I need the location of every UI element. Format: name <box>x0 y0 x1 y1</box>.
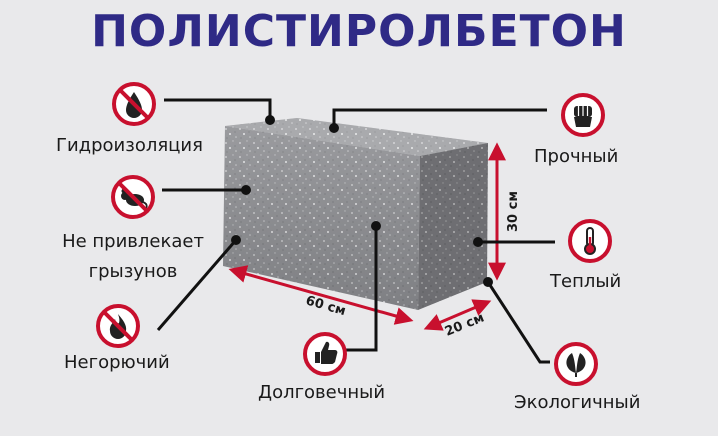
label-durable: Долговечный <box>258 382 386 403</box>
length-arrow <box>228 265 414 325</box>
dot-waterproofing <box>265 115 275 125</box>
thermometer-icon <box>568 219 612 263</box>
block-top-highlight <box>225 118 488 156</box>
no-rodent-icon <box>111 175 155 219</box>
label-eco: Экологичный <box>514 392 641 413</box>
leaves-icon <box>554 342 598 386</box>
block-front-shade <box>223 126 420 310</box>
label-strong: Прочный <box>534 146 619 167</box>
leader-strong <box>332 108 547 128</box>
label-nonflammable: Негорючий <box>64 352 170 373</box>
label-waterproofing: Гидроизоляция <box>56 135 203 156</box>
label-rodents: Не привлекает грызунов <box>44 227 222 287</box>
dot-rodents <box>241 185 251 195</box>
thumbs-up-icon <box>303 332 347 376</box>
leader-durable <box>340 226 378 352</box>
page-title: ПОЛИСТИРОЛБЕТОН <box>91 6 627 57</box>
label-warm: Теплый <box>550 271 622 292</box>
width-arrow <box>423 299 492 331</box>
block-side-face <box>418 143 488 310</box>
dot-eco <box>483 277 493 287</box>
foam-concrete-block <box>223 118 488 310</box>
block-top-face <box>225 118 488 156</box>
dot-warm <box>473 237 483 247</box>
no-fire-icon <box>96 304 140 348</box>
leader-waterproofing <box>164 98 272 118</box>
block-side-shade <box>418 143 488 310</box>
leader-dots <box>231 115 493 287</box>
label-rodents-line1: Не привлекает <box>62 231 204 252</box>
leader-lines <box>156 98 555 364</box>
leader-nonflammable <box>156 239 238 331</box>
height-label: 30 см <box>506 191 521 232</box>
width-label: 20 см <box>443 310 487 339</box>
leader-eco <box>486 281 550 364</box>
dot-durable <box>371 221 381 231</box>
no-water-drop-icon <box>112 82 156 126</box>
fist-icon <box>561 93 605 137</box>
dot-strong <box>329 123 339 133</box>
dot-nonflammable <box>231 235 241 245</box>
label-rodents-line2: грызунов <box>88 261 178 282</box>
